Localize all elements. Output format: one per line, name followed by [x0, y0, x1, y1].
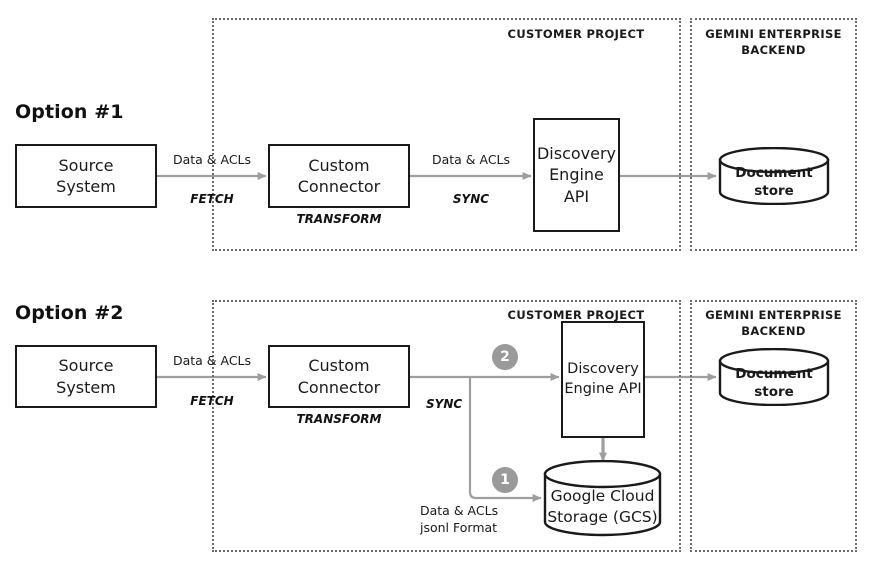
group-customer-project-option2-label: CUSTOMER PROJECT	[507, 308, 645, 322]
badge-step-two: 2	[492, 344, 518, 370]
node-o1-discovery-engine-api[interactable]: Discovery Engine API	[533, 118, 620, 232]
group-customer-project-option2	[212, 300, 681, 552]
node-o2-document-store-label: Document store	[735, 366, 813, 401]
edge-verb-o1-sync: SYNC	[452, 192, 490, 206]
caption-o2-transform: TRANSFORM	[296, 412, 382, 426]
node-o1-source-system[interactable]: Source System	[15, 144, 157, 208]
group-customer-project-option1-label: CUSTOMER PROJECT	[507, 27, 645, 41]
edge-verb-o2-fetch: FETCH	[190, 394, 234, 408]
node-o2-google-cloud-storage-label: Google Cloud Storage (GCS)	[547, 487, 658, 526]
group-gemini-backend-option2-label: GEMINI ENTERPRISE BACKEND	[705, 308, 842, 338]
group-gemini-backend-option1-label: GEMINI ENTERPRISE BACKEND	[705, 27, 842, 57]
node-o1-document-store[interactable]: Document store	[718, 147, 830, 205]
caption-o1-transform: TRANSFORM	[296, 212, 382, 226]
option-2-title: Option #2	[15, 302, 124, 324]
group-gemini-backend-option1	[690, 18, 857, 251]
edge-label-o1-sync: Data & ACLs	[431, 152, 511, 167]
option-1-title: Option #1	[15, 101, 124, 123]
node-o2-document-store[interactable]: Document store	[718, 348, 830, 406]
edge-label-o2-gcs: Data & ACLs jsonl Format	[420, 503, 499, 535]
edge-verb-o2-sync: SYNC	[426, 397, 463, 411]
edge-verb-o1-fetch: FETCH	[190, 192, 234, 206]
node-o2-google-cloud-storage[interactable]: Google Cloud Storage (GCS)	[543, 460, 662, 538]
node-o2-custom-connector[interactable]: Custom Connector	[268, 345, 410, 408]
edge-label-o2-fetch: Data & ACLs	[172, 353, 252, 368]
node-o1-document-store-label: Document store	[735, 165, 813, 200]
node-o1-custom-connector[interactable]: Custom Connector	[268, 144, 410, 208]
group-gemini-backend-option2	[690, 300, 857, 552]
node-o2-source-system[interactable]: Source System	[15, 345, 157, 408]
edge-label-o1-fetch: Data & ACLs	[172, 152, 252, 167]
group-customer-project-option1	[212, 18, 681, 251]
node-o2-discovery-engine-api[interactable]: Discovery Engine API	[561, 321, 645, 438]
badge-step-one: 1	[492, 467, 518, 493]
